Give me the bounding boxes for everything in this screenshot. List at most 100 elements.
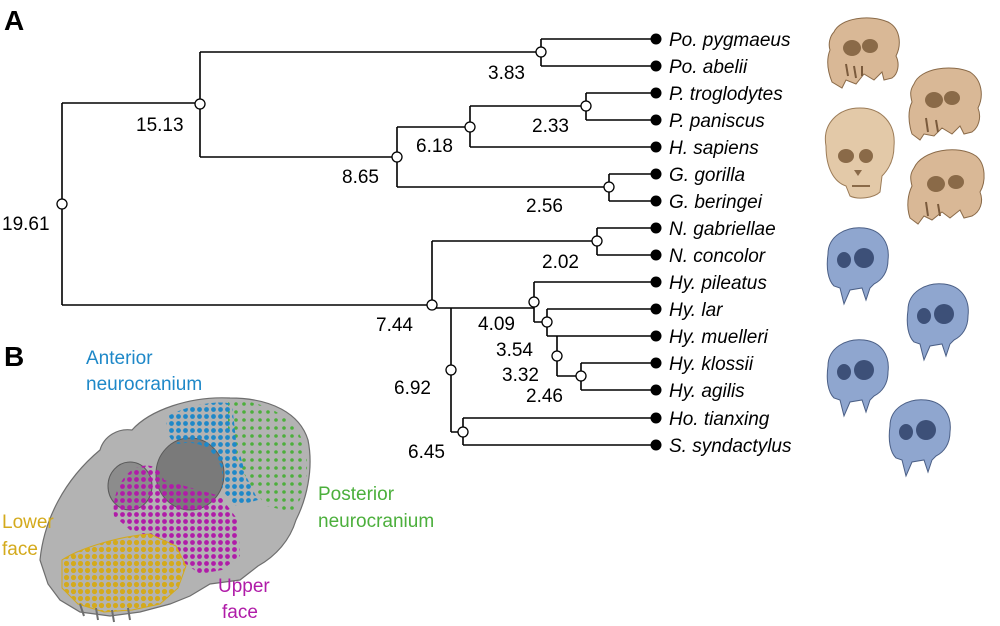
age-label: 3.83 bbox=[488, 63, 525, 84]
gibbon-skull-icons bbox=[826, 227, 969, 478]
taxon-label: S. syndactylus bbox=[669, 436, 792, 457]
tip-dot bbox=[650, 60, 662, 72]
age-label: 7.44 bbox=[376, 315, 413, 336]
branch-root bbox=[61, 102, 432, 306]
taxon-label: N. gabriellae bbox=[669, 219, 776, 240]
taxon-label: G. beringei bbox=[669, 192, 763, 213]
anterior-neurocranium-label-line2: neurocranium bbox=[86, 374, 202, 395]
node-orangutans bbox=[535, 46, 547, 58]
orangutan-skull-icon bbox=[827, 17, 900, 89]
node-hominids bbox=[194, 98, 206, 110]
node-nomascus bbox=[591, 235, 603, 247]
taxon-label: P. paniscus bbox=[669, 111, 765, 132]
branch-645 bbox=[462, 417, 656, 446]
lower-face-label-line1: Lower bbox=[2, 512, 54, 533]
tip-dot bbox=[650, 222, 662, 234]
anterior-neurocranium-region bbox=[166, 402, 258, 506]
age-label: 15.13 bbox=[136, 115, 184, 136]
panel-a-label: A bbox=[4, 5, 24, 36]
taxon-label: G. gorilla bbox=[669, 165, 745, 186]
gibbon-skull-icon bbox=[906, 283, 969, 362]
node-age-labels: 19.61 15.13 3.83 8.65 6.18 2.33 2.56 7.4… bbox=[2, 63, 579, 463]
node-645 bbox=[457, 426, 469, 438]
taxon-label: Hy. agilis bbox=[669, 381, 745, 402]
tip-dot bbox=[650, 195, 662, 207]
branch-pan bbox=[585, 92, 656, 121]
lower-face-region bbox=[61, 533, 187, 613]
taxon-labels: Po. pygmaeus Po. abelii P. troglodytes P… bbox=[669, 30, 792, 457]
node-hylobatids bbox=[426, 299, 438, 311]
node-pan bbox=[580, 100, 592, 112]
branch-332 bbox=[556, 335, 656, 377]
gibbon-skull-icon bbox=[888, 399, 951, 478]
taxon-label: Po. abelii bbox=[669, 57, 748, 78]
gibbon-skull-icon bbox=[826, 227, 889, 306]
branch-354 bbox=[546, 308, 656, 337]
taxon-label: Po. pygmaeus bbox=[669, 30, 791, 51]
taxon-label: Hy. muelleri bbox=[669, 327, 769, 348]
posterior-neurocranium-region bbox=[228, 400, 308, 512]
age-label: 3.54 bbox=[496, 340, 533, 361]
branch-nomascus bbox=[596, 227, 656, 256]
node-homininae bbox=[391, 151, 403, 163]
region-labels: Anterior neurocranium Posterior neurocra… bbox=[2, 348, 434, 623]
anterior-neurocranium-label-line1: Anterior bbox=[86, 348, 153, 369]
taxon-label: Ho. tianxing bbox=[669, 409, 770, 430]
node-692 bbox=[445, 364, 457, 376]
age-label: 6.45 bbox=[408, 442, 445, 463]
node-354 bbox=[541, 316, 553, 328]
tree-nodes bbox=[56, 46, 615, 438]
node-root bbox=[56, 198, 68, 210]
lower-face-label-line2: face bbox=[2, 539, 38, 560]
age-label: 3.32 bbox=[502, 365, 539, 386]
age-label: 2.33 bbox=[532, 116, 569, 137]
upper-face-label-line2: face bbox=[222, 602, 258, 623]
posterior-neurocranium-label-line2: neurocranium bbox=[318, 511, 434, 532]
branch-gorilla bbox=[608, 173, 656, 202]
node-332 bbox=[551, 350, 563, 362]
human-skull-icon bbox=[824, 107, 895, 199]
taxon-label: H. sapiens bbox=[669, 138, 759, 159]
branch-246 bbox=[580, 362, 656, 391]
tip-dot bbox=[650, 357, 662, 369]
orangutan-skull-icon bbox=[908, 67, 982, 141]
upper-face-label-line1: Upper bbox=[218, 576, 270, 597]
branch-orangutans bbox=[540, 38, 656, 67]
node-gorilla bbox=[603, 181, 615, 193]
gorilla-skull-icon bbox=[907, 149, 985, 225]
age-label: 4.09 bbox=[478, 314, 515, 335]
tip-markers bbox=[650, 33, 662, 451]
tip-dot bbox=[650, 384, 662, 396]
tip-dot bbox=[650, 33, 662, 45]
tip-dot bbox=[650, 303, 662, 315]
taxon-label: Hy. klossii bbox=[669, 354, 754, 375]
tip-dot bbox=[650, 141, 662, 153]
tip-dot bbox=[650, 439, 662, 451]
node-246 bbox=[575, 370, 587, 382]
tip-dot bbox=[650, 276, 662, 288]
panel-b-label: B bbox=[4, 341, 24, 372]
panel-b-skull bbox=[39, 397, 311, 623]
age-label: 8.65 bbox=[342, 167, 379, 188]
tip-dot bbox=[650, 249, 662, 261]
age-label: 2.46 bbox=[526, 386, 563, 407]
upper-face-region bbox=[113, 465, 240, 574]
age-label: 6.92 bbox=[394, 378, 431, 399]
taxon-label: Hy. lar bbox=[669, 300, 723, 321]
taxon-label: P. troglodytes bbox=[669, 84, 783, 105]
branch-hylobates bbox=[533, 281, 656, 323]
great-ape-skull-icons bbox=[824, 17, 985, 225]
posterior-neurocranium-label-line1: Posterior bbox=[318, 484, 395, 505]
tip-dot bbox=[650, 330, 662, 342]
age-label: 2.56 bbox=[526, 196, 563, 217]
node-hominini bbox=[464, 121, 476, 133]
tip-dot bbox=[650, 412, 662, 424]
gibbon-skull-icon bbox=[826, 339, 889, 418]
age-label: 2.02 bbox=[542, 252, 579, 273]
age-label: 6.18 bbox=[416, 136, 453, 157]
node-hylobates bbox=[528, 296, 540, 308]
taxon-label: N. concolor bbox=[669, 246, 766, 267]
tip-dot bbox=[650, 87, 662, 99]
taxon-label: Hy. pileatus bbox=[669, 273, 767, 294]
